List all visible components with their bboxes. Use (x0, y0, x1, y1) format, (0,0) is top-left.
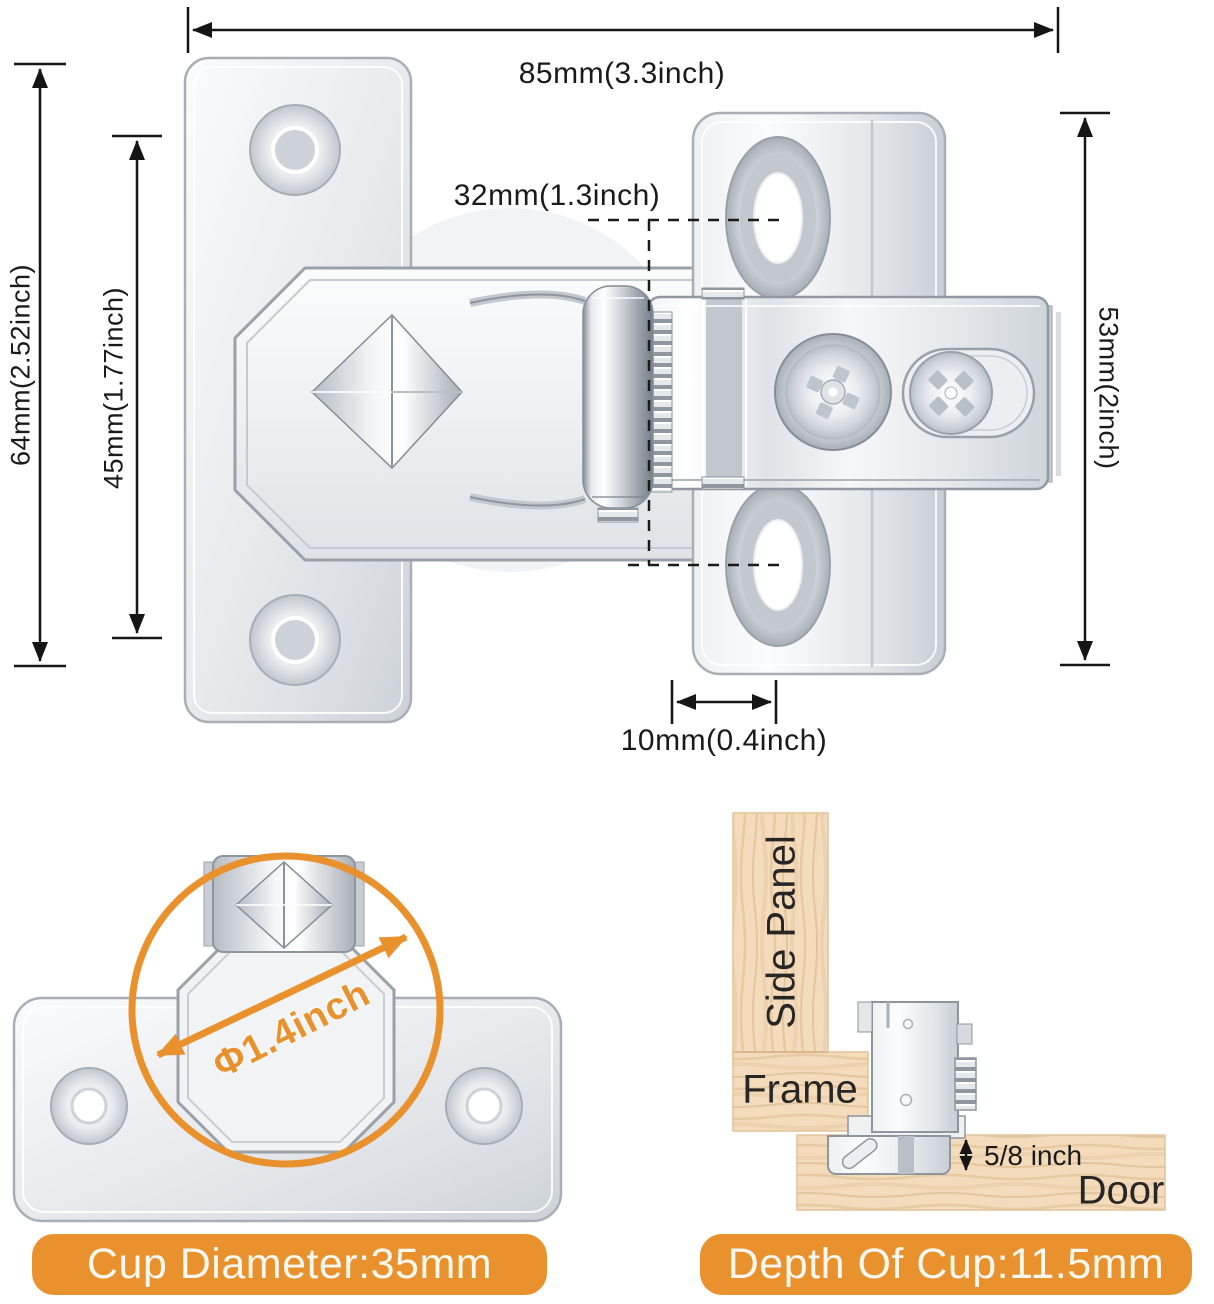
dim-width-label: 85mm(3.3inch) (518, 57, 726, 90)
cup-diameter-annotation (128, 852, 444, 1168)
hinge-knuckle (582, 285, 654, 523)
cup-depth-badge-text: Depth Of Cup:11.5mm (727, 1240, 1165, 1288)
dim-plate-height-label: 53mm(2inch) (1093, 306, 1124, 470)
cup-diameter-badge-text: Cup Diameter:35mm (86, 1240, 493, 1288)
dim-height-inner-label: 45mm(1.77inch) (98, 286, 129, 490)
dimension-lines (14, 7, 1110, 724)
dim-plate-height-53mm (1060, 111, 1110, 667)
dim-offset-label: 10mm(0.4inch) (620, 724, 828, 757)
installation-view-drawing (732, 812, 1166, 1211)
mounting-plate-oval-hole-top (725, 136, 831, 300)
worm-screw (954, 1057, 977, 1111)
depth-screw-slot (901, 347, 1036, 439)
side-panel-label: Side Panel (759, 835, 804, 1029)
door-label: Door (1077, 1168, 1165, 1213)
cup-diameter-badge: Cup Diameter:35mm (32, 1234, 547, 1295)
side-panel-board (732, 812, 829, 1057)
dim-height-outer-label: 64mm(2.52inch) (5, 263, 36, 467)
cup-view-screw-hole-left (50, 1067, 128, 1145)
hinge-arm (646, 287, 1050, 491)
door-thickness-label: 5/8 inch (984, 1140, 1083, 1171)
dim-offset-10mm (670, 680, 778, 724)
construction-dashed-lines (588, 218, 780, 567)
cup-view-screw-hole-right (445, 1067, 523, 1145)
dim-hole-spacing-label: 32mm(1.3inch) (453, 179, 661, 212)
hinge-top-view-drawing (183, 56, 1061, 724)
dim-height-64mm (14, 62, 66, 668)
door-plate-screw-hole-bottom (249, 594, 341, 686)
dim-height-45mm (112, 134, 162, 640)
cup-depth-badge: Depth Of Cup:11.5mm (700, 1234, 1192, 1295)
cup-pyramid (310, 313, 464, 470)
cup-diameter-arrow (156, 933, 408, 1059)
cam-screw (774, 333, 892, 451)
cup-view-knuckle (203, 855, 365, 953)
dim-width-85mm (186, 7, 1060, 53)
hinge-side-view (827, 1001, 977, 1175)
mounting-plate-oval-hole-bottom (725, 483, 831, 647)
frame-label: Frame (742, 1067, 858, 1112)
hinge-cup-side (827, 1135, 951, 1175)
door-plate-screw-hole-top (249, 104, 341, 196)
cup-bottom-view-drawing (12, 852, 563, 1223)
